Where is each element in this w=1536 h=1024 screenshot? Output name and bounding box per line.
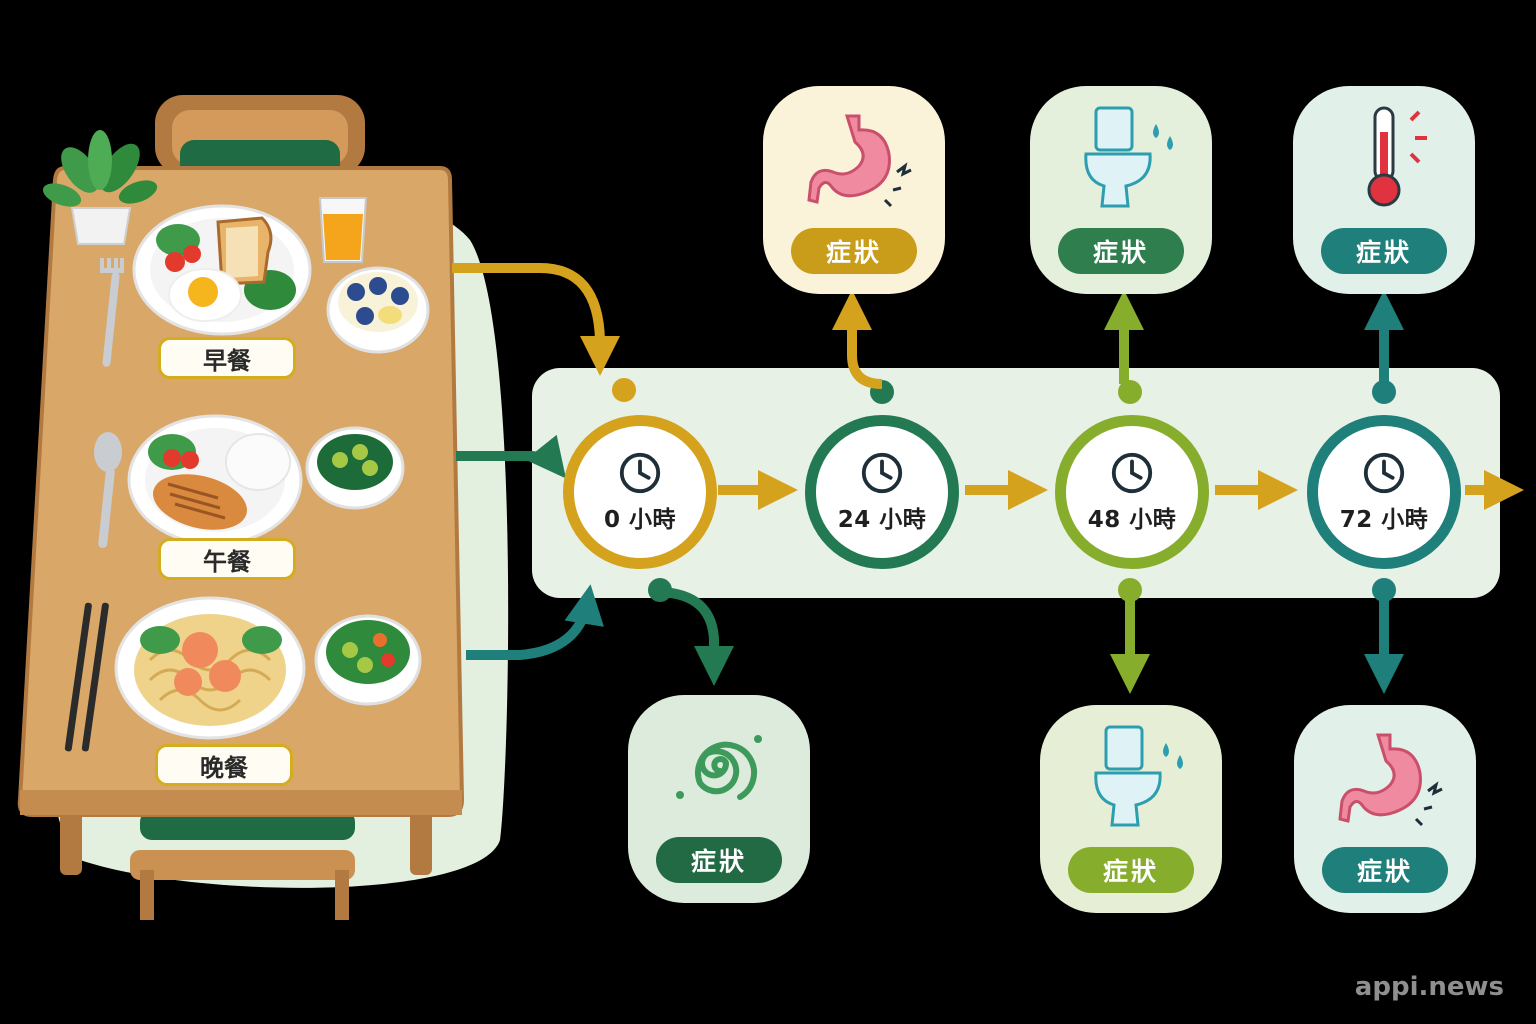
dizziness-spiral-icon [676, 735, 762, 800]
clock-icon [1111, 452, 1153, 494]
timeline-node-label: 24 小時 [837, 507, 927, 533]
clock-icon [619, 452, 661, 494]
chopsticks-icon [64, 602, 109, 752]
symptom-card-toilet: 症狀 [1030, 86, 1212, 294]
timeline-node-label: 72 小時 [1339, 507, 1429, 533]
timeline-node-0h: 0 小時 [563, 415, 717, 569]
fruit-bowl [326, 266, 430, 354]
connector-dot [1118, 380, 1142, 404]
meal-label-lunch: 午餐 [158, 538, 296, 580]
dinner-plate [114, 596, 306, 740]
symptom-badge: 症狀 [1322, 847, 1448, 893]
stomach-pain-icon [807, 114, 912, 208]
timeline-node-48h: 48 小時 [1055, 415, 1209, 569]
connector-dot [612, 378, 636, 402]
fork-icon [100, 258, 124, 367]
symptom-card-toilet-2: 症狀 [1040, 705, 1222, 913]
symptom-card-fever: 症狀 [1293, 86, 1475, 294]
symptom-arrow-up [832, 290, 883, 389]
table-edge [20, 790, 462, 815]
symptom-badge: 症狀 [1068, 847, 1194, 893]
timeline-node-72h: 72 小時 [1307, 415, 1461, 569]
symptom-card-stomach-pain-2: 症狀 [1294, 705, 1476, 913]
bottom-chair [130, 810, 355, 920]
symptom-arrow-down [659, 587, 734, 686]
watermark: appi.news [1354, 972, 1504, 1002]
thermometer-icon [1367, 106, 1427, 207]
symptom-badge: 症狀 [791, 228, 917, 274]
lunch-plate [127, 414, 303, 546]
lunch-flow-arrow [456, 434, 567, 479]
toilet-icon [1084, 106, 1173, 208]
meal-label-dinner: 晚餐 [155, 744, 293, 786]
orange-juice-icon [318, 197, 368, 263]
symptom-card-dizziness: 症狀 [628, 695, 810, 903]
symptom-badge: 症狀 [1058, 228, 1184, 274]
connector-dot [1118, 578, 1142, 602]
symptom-badge: 症狀 [1321, 228, 1447, 274]
breakfast-flow-arrow [452, 263, 620, 376]
timeline-node-label: 0 小時 [603, 507, 676, 533]
connector-dot [1372, 380, 1396, 404]
toilet-icon [1094, 725, 1183, 827]
green-soup-bowl [305, 426, 405, 510]
timeline-node-label: 48 小時 [1087, 507, 1177, 533]
meal-label-breakfast: 早餐 [158, 337, 296, 379]
timeline-node-24h: 24 小時 [805, 415, 959, 569]
stomach-pain-icon [1338, 733, 1443, 827]
clock-icon [861, 452, 903, 494]
clock-icon [1363, 452, 1405, 494]
symptom-badge: 症狀 [656, 837, 782, 883]
potted-plant-icon [42, 130, 158, 245]
breakfast-plate [132, 204, 312, 336]
connector-dot [1372, 578, 1396, 602]
dinner-flow-arrow [466, 584, 604, 660]
salad-bowl [314, 614, 422, 706]
symptom-card-stomach-pain: 症狀 [763, 86, 945, 294]
spoon-icon [94, 432, 122, 548]
